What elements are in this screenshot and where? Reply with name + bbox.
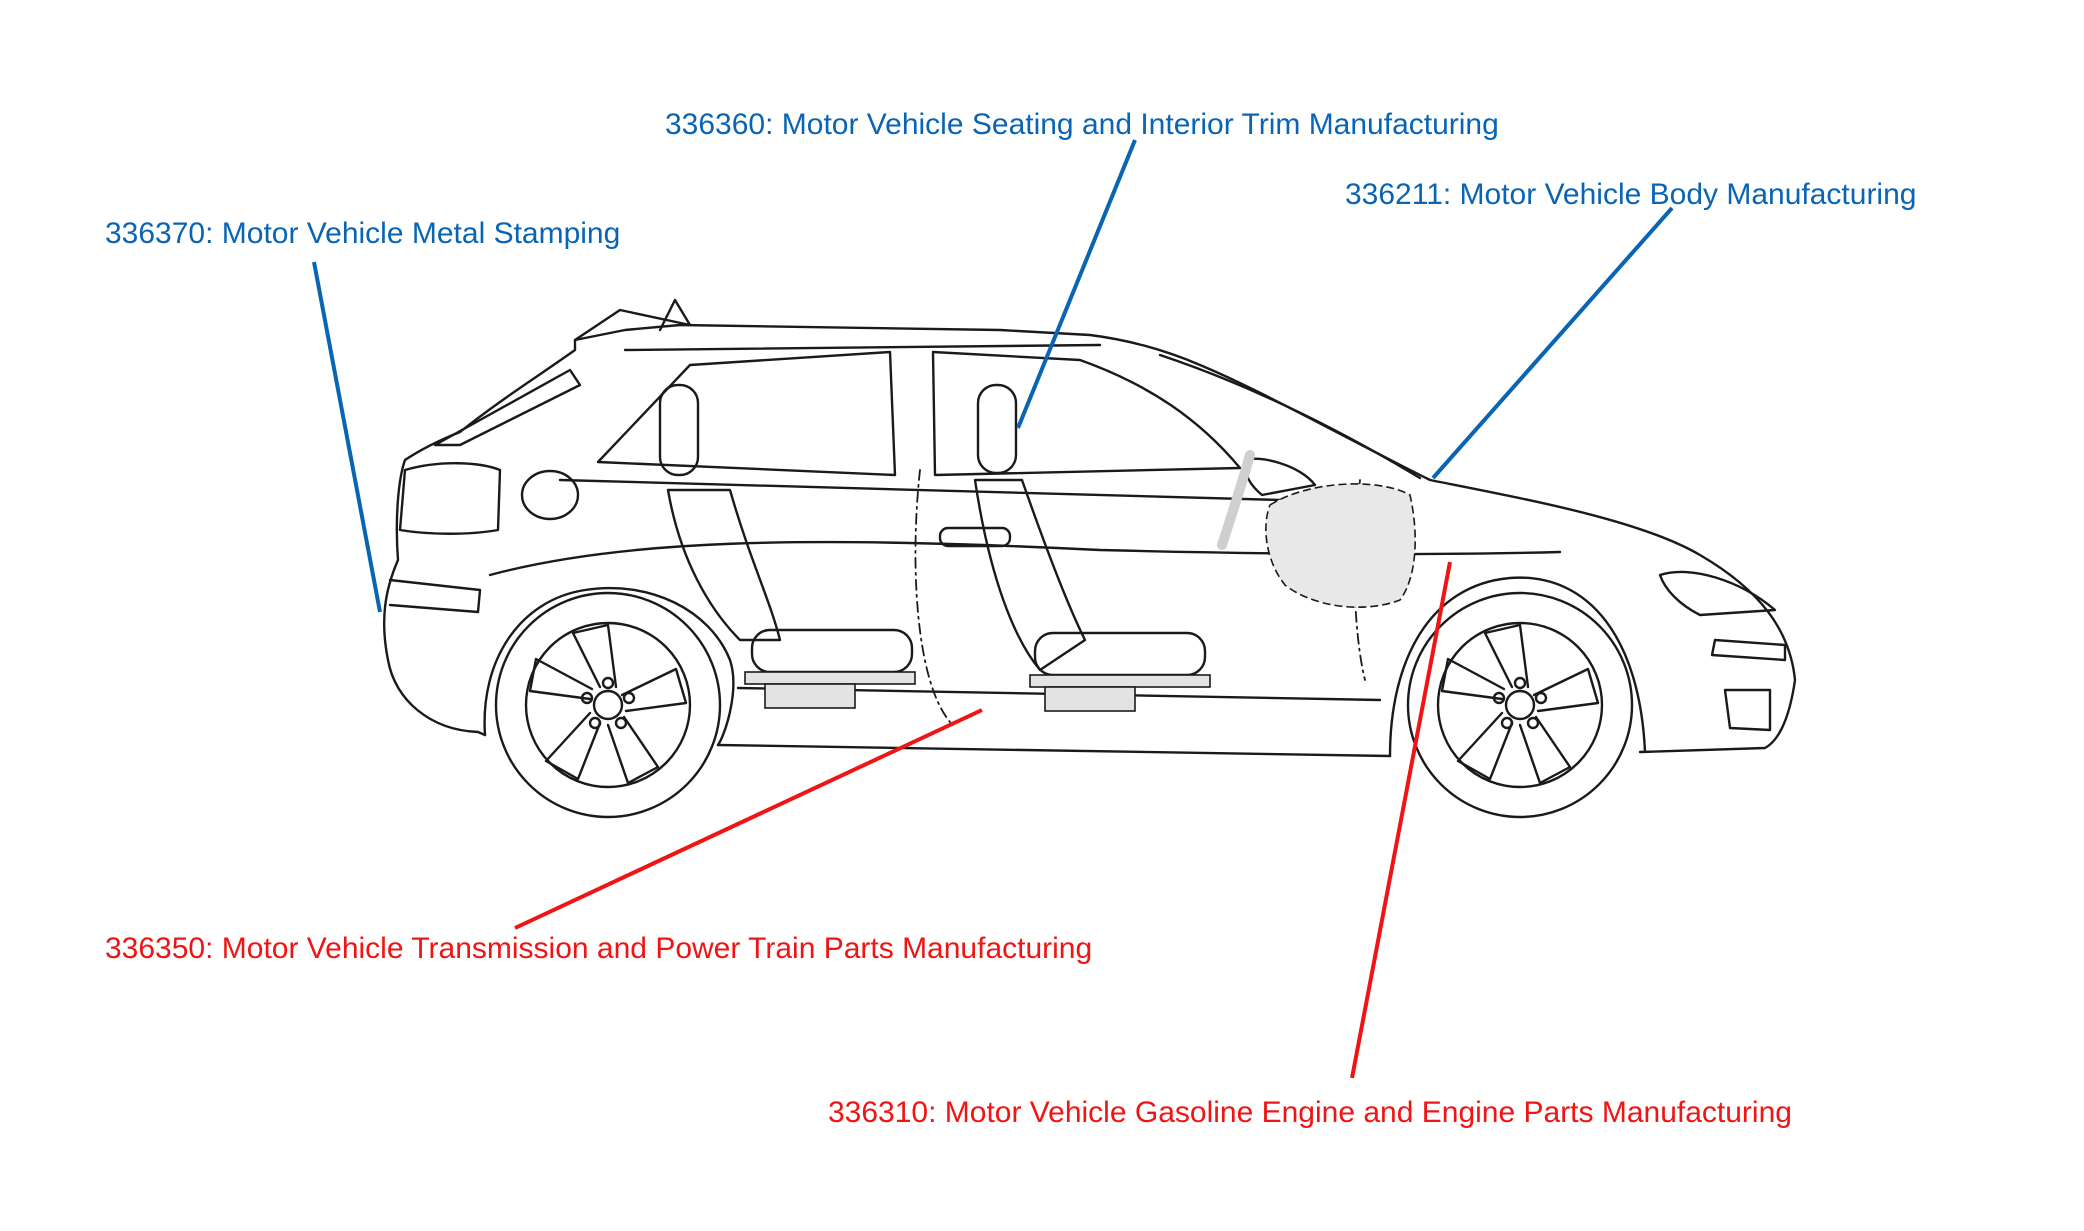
leader-lines — [312, 139, 1674, 1079]
body-crease — [488, 540, 1562, 577]
engine-shade — [1265, 483, 1416, 609]
roof-line — [623, 343, 1102, 352]
label-transmission: 336350: Motor Vehicle Transmission and P… — [105, 932, 1092, 965]
car-rocker-line — [716, 743, 1392, 758]
tail-light — [398, 462, 502, 535]
car-illustration — [382, 298, 1797, 819]
label-engine: 336310: Motor Vehicle Gasoline Engine an… — [828, 1096, 1792, 1129]
leader-line-seating-trim — [1016, 139, 1137, 429]
headlight — [1658, 570, 1777, 617]
rear-wheel-spokes — [528, 623, 688, 785]
windshield-line — [1158, 353, 1422, 480]
front-fog-light — [1723, 688, 1772, 732]
front-wheel — [1406, 591, 1634, 819]
rear-wheel — [494, 591, 722, 819]
leader-line-body — [1431, 206, 1674, 480]
leader-line-metal-stamping — [312, 261, 382, 613]
rear-door-line — [914, 469, 951, 723]
rear-quarter-window — [433, 368, 582, 447]
leader-line-transmission — [514, 708, 983, 930]
rear-bumper-line — [388, 578, 482, 614]
fuel-cap — [520, 469, 580, 521]
front-wheel-arch — [1388, 576, 1647, 758]
label-body: 336211: Motor Vehicle Body Manufacturing — [1345, 178, 1916, 211]
mirror-shade — [1217, 450, 1255, 550]
rear-wheel-arch — [483, 586, 735, 747]
front-side-window — [931, 350, 1242, 477]
beltline — [558, 478, 1282, 502]
rear-door-handle — [938, 526, 1012, 548]
car-body-outline — [382, 323, 1797, 754]
side-mirror — [1243, 457, 1317, 497]
leader-line-engine — [1350, 561, 1452, 1079]
car-roof-spoiler — [573, 298, 692, 342]
front-seat — [973, 383, 1211, 712]
labels: 336370: Motor Vehicle Metal Stamping 336… — [105, 108, 1916, 1129]
front-bumper-vent — [1710, 638, 1787, 662]
front-wheel-spokes — [1440, 623, 1600, 785]
label-seating-trim: 336360: Motor Vehicle Seating and Interi… — [665, 108, 1499, 141]
rear-side-window — [596, 350, 897, 477]
label-metal-stamping: 336370: Motor Vehicle Metal Stamping — [105, 217, 620, 250]
rear-seat — [658, 383, 916, 709]
